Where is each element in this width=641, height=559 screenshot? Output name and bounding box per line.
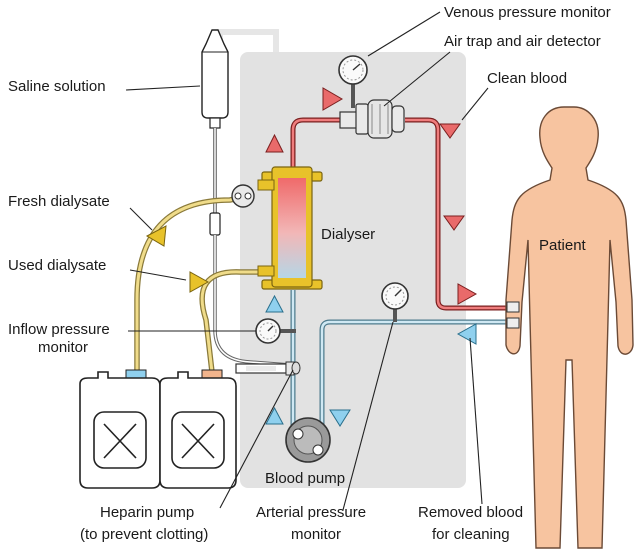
dialyser <box>257 166 323 290</box>
label-removed-line2: for cleaning <box>432 526 510 543</box>
arterial-pressure-gauge <box>381 282 409 322</box>
label-saline-solution: Saline solution <box>8 78 106 95</box>
catheter <box>506 301 520 329</box>
inflow-pressure-gauge <box>255 318 296 344</box>
fresh-dialysate-tube <box>134 194 246 372</box>
label-arterial-line2: monitor <box>291 526 341 543</box>
dialysate-connector <box>231 184 255 208</box>
label-clean-blood: Clean blood <box>487 70 567 87</box>
air-trap-detector <box>339 99 405 139</box>
label-venous-pressure-monitor: Venous pressure monitor <box>444 4 611 21</box>
fresh-dialysate-jug <box>79 369 161 489</box>
clean-blood-line <box>290 117 515 311</box>
saline-bag <box>201 29 291 367</box>
venous-pressure-gauge <box>338 55 368 108</box>
label-fresh-dialysate: Fresh dialysate <box>8 193 110 210</box>
heparin-syringe <box>235 361 301 376</box>
label-used-dialysate: Used dialysate <box>8 257 106 274</box>
blood-pump <box>285 417 331 463</box>
label-removed-line1: Removed blood <box>418 504 523 521</box>
label-inflow-line2: monitor <box>38 339 88 356</box>
label-patient: Patient <box>539 237 587 254</box>
patient-figure <box>505 106 634 549</box>
label-heparin-line1: Heparin pump <box>100 504 194 521</box>
label-arterial-line1: Arterial pressure <box>256 504 366 521</box>
label-heparin-line2: (to prevent clotting) <box>80 526 208 543</box>
flow-arrows <box>145 87 478 427</box>
label-inflow-line1: Inflow pressure <box>8 321 110 338</box>
label-blood-pump: Blood pump <box>265 470 345 487</box>
label-air-trap: Air trap and air detector <box>444 33 601 50</box>
removed-blood-line <box>290 290 515 440</box>
label-dialyser: Dialyser <box>321 226 375 243</box>
used-dialysate-jug <box>159 369 237 489</box>
leader-lines <box>125 11 489 511</box>
